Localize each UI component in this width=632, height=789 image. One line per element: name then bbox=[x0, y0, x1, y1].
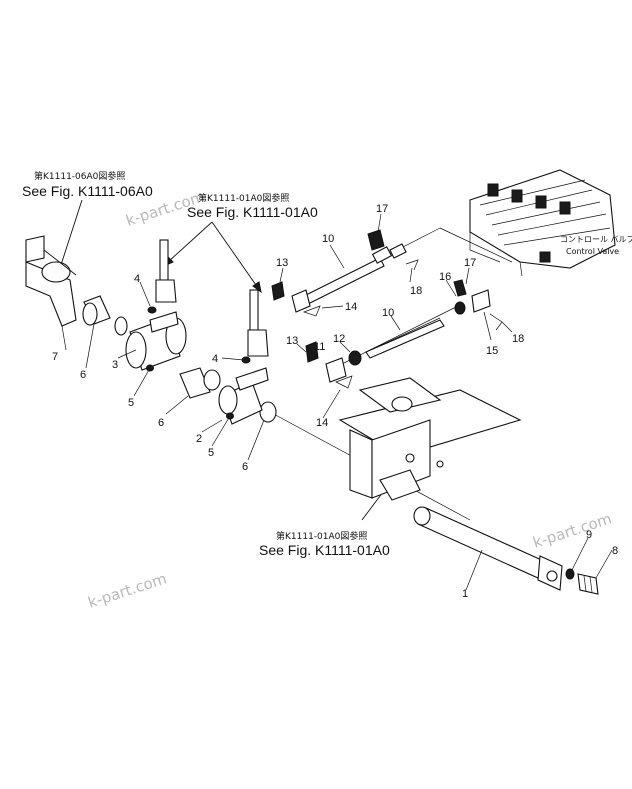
rod-part-10-upper bbox=[299, 243, 407, 307]
callout-9: 9 bbox=[586, 529, 592, 541]
callout-16: 16 bbox=[439, 271, 451, 283]
callout-14: 14 bbox=[345, 301, 357, 313]
callout-13: 13 bbox=[276, 257, 288, 269]
watermark: k-part.com bbox=[531, 509, 614, 551]
callout-7: 7 bbox=[52, 351, 58, 363]
callout-10: 10 bbox=[322, 233, 334, 245]
mounting-bracket-plate bbox=[338, 377, 522, 501]
lever-part-3 bbox=[125, 311, 187, 371]
nut-part-4 bbox=[147, 306, 157, 314]
pin-part-14 bbox=[302, 305, 321, 317]
callout-11: 11 bbox=[314, 341, 325, 353]
lever-part-2 bbox=[218, 367, 269, 425]
bushing-part-6 bbox=[114, 316, 128, 336]
bolt-part-17 bbox=[453, 279, 467, 297]
rod-part-10-lower bbox=[365, 317, 445, 359]
control-valve-assembly bbox=[469, 169, 616, 277]
reference-label-en: See Fig. K1111-01A0 bbox=[259, 542, 390, 558]
nut-part-12 bbox=[348, 350, 362, 366]
control-valve-label-jp: コントロール バルブ bbox=[560, 234, 632, 244]
clevis-part-13 bbox=[271, 281, 311, 313]
callout-15: 15 bbox=[486, 345, 498, 357]
clevis-part-13 bbox=[305, 341, 319, 363]
bushing-part-6 bbox=[82, 295, 111, 326]
bolt-part-8 bbox=[577, 573, 599, 595]
callout-10: 10 bbox=[382, 307, 394, 319]
callout-17: 17 bbox=[464, 257, 476, 269]
bracket-part-7 bbox=[25, 235, 77, 327]
callout-5: 5 bbox=[128, 397, 134, 409]
reference-arrows bbox=[55, 199, 396, 521]
reference-label-en: See Fig. K1111-06A0 bbox=[22, 183, 153, 199]
callout-6: 6 bbox=[242, 461, 248, 473]
clevis-part-16 bbox=[454, 289, 491, 315]
callout-4: 4 bbox=[212, 353, 218, 365]
callout-4: 4 bbox=[134, 273, 140, 285]
callout-5: 5 bbox=[208, 447, 214, 459]
bushing-part-6 bbox=[259, 401, 277, 423]
watermark: k-part.com bbox=[86, 569, 169, 611]
callout-1: 1 bbox=[462, 588, 468, 600]
callout-17: 17 bbox=[376, 203, 388, 215]
clevis-part-11 bbox=[325, 357, 347, 383]
callout-6: 6 bbox=[80, 369, 86, 381]
bolt-part-17 bbox=[367, 229, 385, 251]
callout-3: 3 bbox=[112, 359, 118, 371]
washer-part-9 bbox=[565, 568, 575, 580]
callout-12: 12 bbox=[333, 333, 345, 345]
callout-6: 6 bbox=[158, 417, 164, 429]
callout-18: 18 bbox=[512, 333, 524, 345]
callout-14: 14 bbox=[316, 417, 328, 429]
shaft-part-1 bbox=[413, 506, 563, 591]
rod-end-upper bbox=[155, 239, 269, 357]
callout-2: 2 bbox=[196, 433, 202, 445]
callout-8: 8 bbox=[612, 545, 618, 557]
control-valve-label-en: Control Valve bbox=[566, 247, 619, 256]
pin-part-18 bbox=[489, 313, 503, 331]
bushing-part-6 bbox=[179, 367, 221, 399]
reference-label-jp: 第K1111-01A0図参照 bbox=[276, 530, 367, 542]
reference-label-jp: 第K1111-01A0図参照 bbox=[198, 192, 289, 204]
callout-13: 13 bbox=[286, 335, 298, 347]
reference-label-jp: 第K1111-06A0図参照 bbox=[34, 170, 125, 182]
callout-18: 18 bbox=[410, 285, 422, 297]
pin-part-18 bbox=[405, 259, 419, 271]
leader-lines bbox=[61, 213, 613, 591]
pin-part-14 bbox=[335, 375, 353, 389]
reference-label-en: See Fig. K1111-01A0 bbox=[187, 204, 318, 220]
